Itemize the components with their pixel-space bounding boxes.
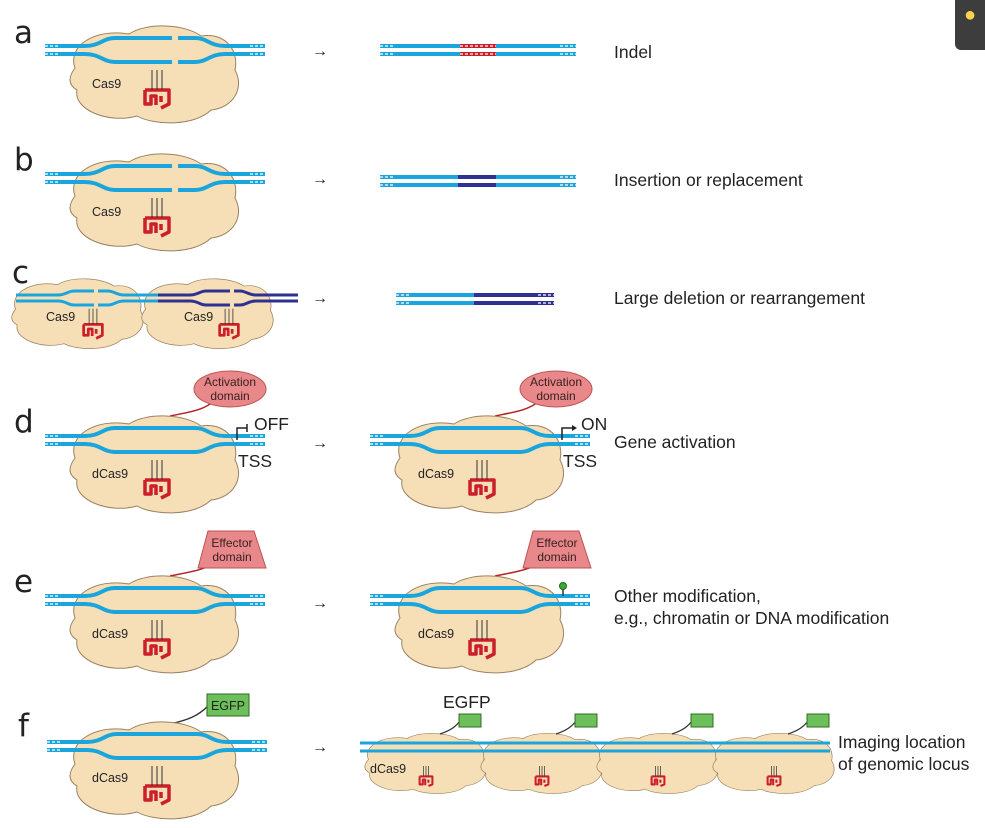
arrow-a: → [312, 43, 328, 60]
dcas9-protein-d-before [69, 415, 240, 514]
state-on: ON [581, 414, 607, 434]
outcome-c: Large deletion or rearrangement [614, 288, 865, 308]
outcome-e-line1: Other modification, [614, 586, 761, 606]
effector-domain-after [522, 530, 592, 569]
arrow-e: → [312, 595, 328, 612]
panel-label-f: f [18, 708, 30, 744]
egfp-tag-before [206, 693, 250, 717]
cas9-protein-a [69, 25, 240, 124]
activation-domain-after [519, 370, 593, 408]
domain-text-d4: domain [536, 389, 575, 403]
on-arrowhead-icon [572, 425, 577, 431]
imaging-array [360, 713, 835, 794]
arrow-c: → [312, 290, 328, 307]
domain-text-e3: Effector [536, 536, 577, 550]
cas9-protein-b [69, 153, 240, 252]
dna-result-a [380, 44, 576, 56]
panel-label-c: c [12, 255, 29, 291]
cas9-protein-c-left [11, 278, 144, 350]
outcome-f-line2: of genomic locus [838, 754, 970, 774]
modification-marker-icon [559, 582, 567, 590]
outcome-a: Indel [614, 42, 652, 62]
domain-text-e4: domain [537, 550, 576, 564]
state-off: OFF [254, 414, 289, 434]
protein-label-d-before: dCas9 [92, 467, 128, 481]
protein-label-a: Cas9 [92, 77, 121, 91]
protein-label-e-before: dCas9 [92, 627, 128, 641]
tss-after: TSS [563, 451, 597, 471]
hint-button[interactable]: ● [955, 0, 985, 50]
domain-text-e1: Effector [211, 536, 252, 550]
egfp-label-after: EGFP [443, 692, 491, 712]
protein-label-f-before: dCas9 [92, 771, 128, 785]
off-promoter-icon [236, 424, 248, 440]
arrow-f: → [312, 739, 328, 756]
lightbulb-icon: ● [964, 4, 977, 26]
outcome-e-line2: e.g., chromatin or DNA modification [614, 608, 889, 628]
protein-label-f-after: dCas9 [370, 762, 406, 776]
dcas9-protein-e-before [69, 575, 240, 674]
dcas9-protein-e-after [394, 575, 565, 674]
panel-label-e: e [14, 564, 33, 600]
dna-cut-b [43, 162, 267, 194]
outcome-b: Insertion or replacement [614, 170, 803, 190]
on-promoter-icon [561, 427, 574, 440]
dna-cut-a [43, 34, 267, 66]
protein-label-c-right: Cas9 [184, 310, 213, 324]
protein-label-b: Cas9 [92, 205, 121, 219]
tss-before: TSS [238, 451, 272, 471]
arrow-d: → [312, 435, 328, 452]
egfp-label-before: EGFP [211, 699, 245, 713]
domain-text-d3: Activation [530, 375, 582, 389]
panel-label-d: d [14, 404, 34, 440]
dcas9-protein-d-after [394, 415, 565, 514]
protein-label-c-left: Cas9 [46, 310, 75, 324]
dna-result-c [396, 293, 554, 305]
protein-label-e-after: dCas9 [418, 627, 454, 641]
outcome-f-line1: Imaging location [838, 732, 965, 752]
dna-result-b [380, 175, 576, 187]
arrow-b: → [312, 171, 328, 188]
panel-label-b: b [14, 142, 34, 178]
domain-text-e2: domain [212, 550, 251, 564]
linker-f-before [169, 705, 209, 725]
domain-text-d1: Activation [204, 375, 256, 389]
panel-label-a: a [14, 15, 33, 51]
domain-text-d2: domain [210, 389, 249, 403]
protein-label-d-after: dCas9 [418, 467, 454, 481]
activation-domain-before [193, 370, 267, 408]
dna-cut-c [16, 287, 298, 309]
effector-domain-before [197, 530, 267, 569]
outcome-d: Gene activation [614, 432, 736, 452]
